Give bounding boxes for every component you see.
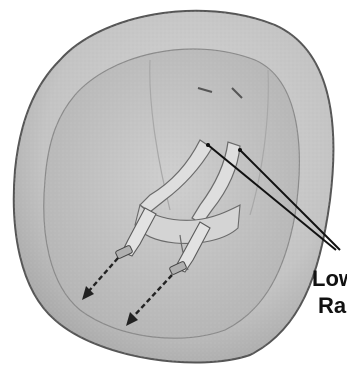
callout-label-line1: Low — [312, 266, 347, 291]
callout-label-line2: Ra — [318, 293, 347, 318]
